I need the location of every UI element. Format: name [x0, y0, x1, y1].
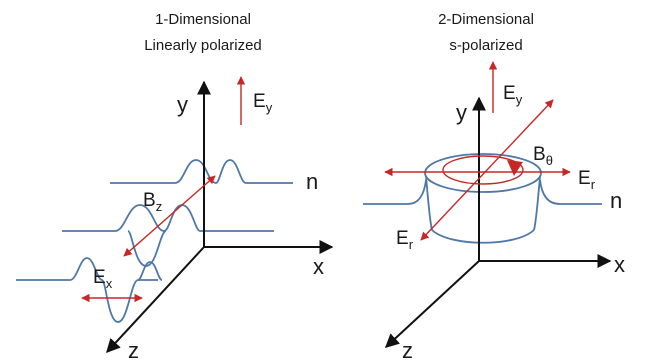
- left-index-label: n: [306, 169, 318, 194]
- left-z-axis: [106, 246, 205, 354]
- left-field-arrows: Ey Bz Ex: [81, 76, 273, 303]
- ey-label: Ey: [253, 91, 273, 115]
- right-axes: y x z: [384, 96, 625, 360]
- left-x-label: x: [313, 254, 324, 279]
- right-y-label: y: [456, 100, 467, 125]
- profile-bottom-arc: [431, 229, 535, 244]
- ex-label: Ex: [93, 267, 113, 291]
- profile-top-ellipse: [424, 153, 542, 193]
- profile-left-wing: [363, 179, 427, 205]
- right-field-arrows: Ey Bθ Er Er: [384, 61, 596, 252]
- left-title-line2: Linearly polarized: [144, 37, 262, 54]
- index-profile-back: [110, 159, 293, 184]
- index-profile-front: [16, 257, 158, 323]
- left-axes: y x z: [106, 80, 334, 360]
- er-right-label: Er: [578, 168, 596, 192]
- ey-label-right: Ey: [503, 83, 523, 107]
- profile-wall-right: [533, 175, 541, 231]
- profile-wall-left: [425, 175, 433, 231]
- right-z-label: z: [402, 338, 413, 360]
- right-title-line1: 2-Dimensional: [438, 11, 534, 28]
- b-theta-arrowhead: [507, 160, 523, 176]
- right-index-label: n: [610, 188, 622, 213]
- left-panel: 1-Dimensional Linearly polarized y x z n…: [16, 11, 334, 360]
- bz-arrow: [123, 175, 216, 257]
- left-z-label: z: [128, 338, 139, 360]
- b-theta-loop: [442, 155, 524, 185]
- bz-label: Bz: [143, 190, 162, 214]
- b-theta-label: Bθ: [533, 144, 553, 168]
- er-left-label: Er: [396, 228, 414, 252]
- left-index-profiles: [16, 159, 293, 323]
- left-y-label: y: [177, 92, 188, 117]
- left-title-line1: 1-Dimensional: [155, 11, 251, 28]
- wave-lobe-front-top: [137, 261, 163, 281]
- right-title-line2: s-polarized: [449, 37, 522, 54]
- er-diagonal-arrow: [420, 99, 554, 241]
- right-x-label: x: [614, 252, 625, 277]
- right-panel: 2-Dimensional s-polarized y x z n Ey: [363, 11, 625, 360]
- right-z-axis: [384, 260, 480, 348]
